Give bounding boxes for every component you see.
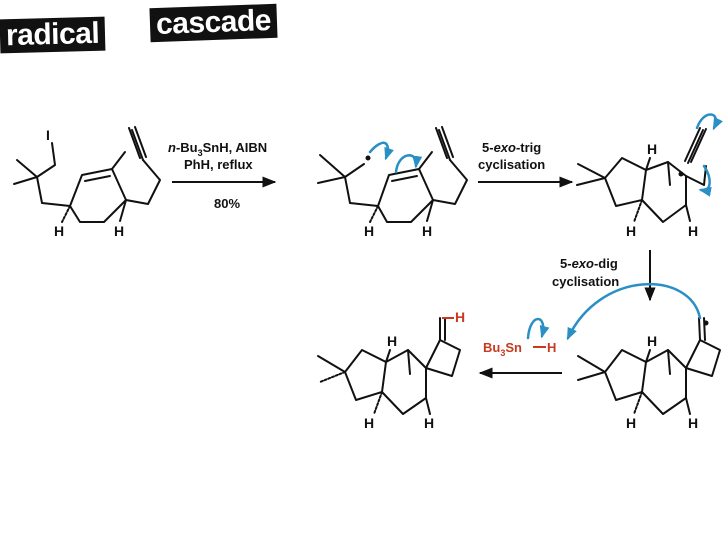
curly-arrow xyxy=(566,282,702,341)
cyclisation-label: cyclisation xyxy=(552,274,619,289)
solvent-label: PhH, reflux xyxy=(184,157,253,172)
svg-text:Bu3Sn: Bu3Sn xyxy=(483,340,522,358)
cyclisation-label: cyclisation xyxy=(478,157,545,172)
hydrogen-label: H xyxy=(364,415,374,431)
curly-arrow xyxy=(526,317,550,340)
tricyclic-vinyl-radical: H H H xyxy=(577,317,721,431)
svg-text:5-exo-dig: 5-exo-dig xyxy=(560,256,618,271)
hydrogen-label: H xyxy=(626,415,636,431)
iodine-atom: I xyxy=(46,127,50,143)
svg-text:n-Bu3SnH, AIBN: n-Bu3SnH, AIBN xyxy=(168,140,267,158)
hydrogen-label: H xyxy=(688,415,698,431)
curly-arrow xyxy=(394,154,423,174)
radical-dot xyxy=(703,320,709,326)
triquinane-product: H H H H xyxy=(317,309,465,431)
transferred-hydrogen: H xyxy=(455,309,465,325)
hydrogen-label: H xyxy=(387,333,397,349)
radical-dot xyxy=(365,155,371,161)
hydrogen-label: H xyxy=(647,333,657,349)
curly-arrow xyxy=(368,141,394,161)
reagent-hydrogen: H xyxy=(547,340,556,355)
hydrogen-label: H xyxy=(54,223,64,239)
primary-radical: H H xyxy=(317,126,468,239)
hydrogen-label: H xyxy=(688,223,698,239)
hydrogen-label: H xyxy=(114,223,124,239)
step3-conditions: 5-exo-dig cyclisation xyxy=(552,256,619,289)
radical-dot xyxy=(678,171,684,177)
yield-label: 80% xyxy=(214,196,240,211)
reagent-prefix: n xyxy=(168,140,176,155)
hydrogen-label: H xyxy=(626,223,636,239)
step1-conditions: n-Bu3SnH, AIBN PhH, reflux 80% xyxy=(168,140,267,211)
hydrogen-label: H xyxy=(364,223,374,239)
hydrogen-label: H xyxy=(424,415,434,431)
curly-arrow xyxy=(695,113,723,131)
step2-conditions: 5-exo-trig cyclisation xyxy=(478,140,545,172)
hydrogen-label: H xyxy=(422,223,432,239)
starting-material: I H H xyxy=(13,126,161,239)
tin-hydride-reagent: Bu3Sn H xyxy=(483,317,556,358)
svg-text:5-exo-trig: 5-exo-trig xyxy=(482,140,541,155)
bicyclic-radical: H H H xyxy=(576,113,723,239)
hydrogen-label: H xyxy=(647,141,657,157)
curly-arrow xyxy=(698,164,712,197)
